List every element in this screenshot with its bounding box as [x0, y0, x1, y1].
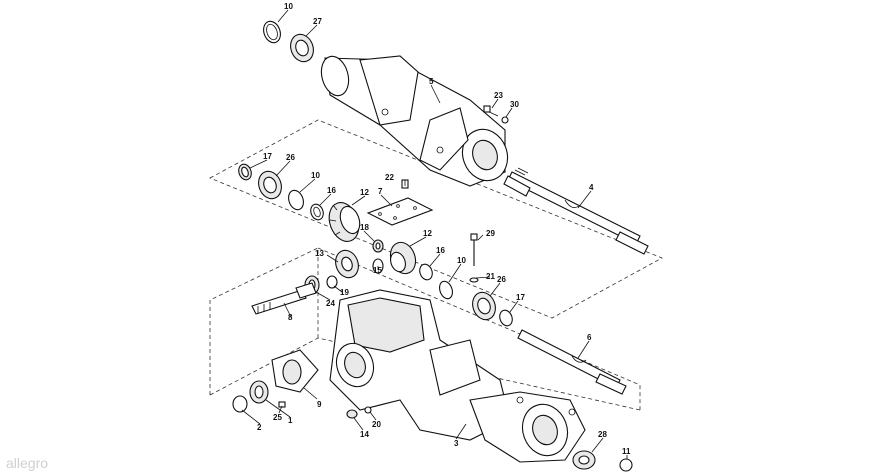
bolt-29 — [470, 233, 478, 266]
washer-19 — [326, 275, 338, 289]
callout-23: 23 — [494, 91, 503, 100]
seal-17-upper — [238, 163, 252, 181]
flange-9 — [271, 349, 319, 393]
snap-ring-10-top — [263, 20, 281, 44]
callout-21: 21 — [486, 272, 495, 281]
cover-plate-7 — [366, 197, 434, 226]
washer-2 — [232, 395, 248, 413]
callout-20: 20 — [372, 420, 381, 429]
callout-16: 16 — [327, 186, 336, 195]
callout-30: 30 — [510, 100, 519, 109]
snap-ring-10-lower — [439, 280, 453, 300]
callout-16: 16 — [436, 246, 445, 255]
callout-19: 19 — [340, 288, 349, 297]
drive-shaft-6 — [517, 329, 627, 395]
callout-4: 4 — [589, 183, 594, 192]
leader-lines — [241, 9, 628, 459]
nut-14 — [346, 409, 358, 419]
callout-12: 12 — [423, 229, 432, 238]
callout-5: 5 — [429, 77, 434, 86]
ring-11 — [619, 458, 633, 472]
callout-25: 25 — [273, 413, 282, 422]
callout-26: 26 — [497, 275, 506, 284]
callout-27: 27 — [313, 17, 322, 26]
watermark: allegro — [6, 455, 48, 471]
callout-18: 18 — [360, 223, 369, 232]
gearbox-housing — [329, 289, 511, 441]
callout-17: 17 — [263, 152, 272, 161]
callout-14: 14 — [360, 430, 369, 439]
bearing-27 — [290, 33, 314, 63]
shim-16-lower — [419, 263, 433, 281]
washer-30 — [501, 116, 509, 124]
callout-8: 8 — [288, 313, 293, 322]
bearing-28 — [572, 450, 596, 470]
bolt-23 — [483, 105, 499, 117]
bearing-26-lower — [472, 291, 496, 321]
shim-16-upper — [310, 203, 324, 221]
input-shaft-8 — [251, 282, 317, 315]
hub-housing-3 — [469, 391, 586, 463]
gear-13 — [335, 249, 359, 279]
bearing-18 — [372, 239, 384, 253]
callout-15: 15 — [373, 266, 382, 275]
callout-29: 29 — [486, 229, 495, 238]
callout-24: 24 — [326, 299, 335, 308]
snap-ring-10-mid — [288, 189, 304, 211]
washer-21 — [469, 277, 479, 283]
callout-6: 6 — [587, 333, 592, 342]
seal-17-lower — [499, 309, 513, 327]
callout-13: 13 — [315, 249, 324, 258]
callout-3: 3 — [454, 439, 459, 448]
bevel-gear-12-upper — [328, 202, 361, 242]
callout-26: 26 — [286, 153, 295, 162]
callout-10: 10 — [457, 256, 466, 265]
callout-28: 28 — [598, 430, 607, 439]
axle-tube-housing-5 — [320, 55, 509, 187]
callout-7: 7 — [378, 187, 383, 196]
callout-12: 12 — [360, 188, 369, 197]
callout-2: 2 — [257, 423, 262, 432]
assembly-guide-upper — [209, 119, 663, 319]
drive-shaft-4 — [503, 167, 649, 255]
callout-1: 1 — [288, 416, 293, 425]
callout-11: 11 — [622, 447, 631, 456]
washer-20 — [364, 406, 372, 414]
callout-10: 10 — [284, 2, 293, 11]
callout-17: 17 — [516, 293, 525, 302]
callout-10: 10 — [311, 171, 320, 180]
callout-9: 9 — [317, 400, 322, 409]
bevel-gear-12-lower — [389, 241, 417, 275]
seal-1 — [249, 380, 269, 404]
bearing-26-upper — [258, 170, 282, 200]
callout-22: 22 — [385, 173, 394, 182]
